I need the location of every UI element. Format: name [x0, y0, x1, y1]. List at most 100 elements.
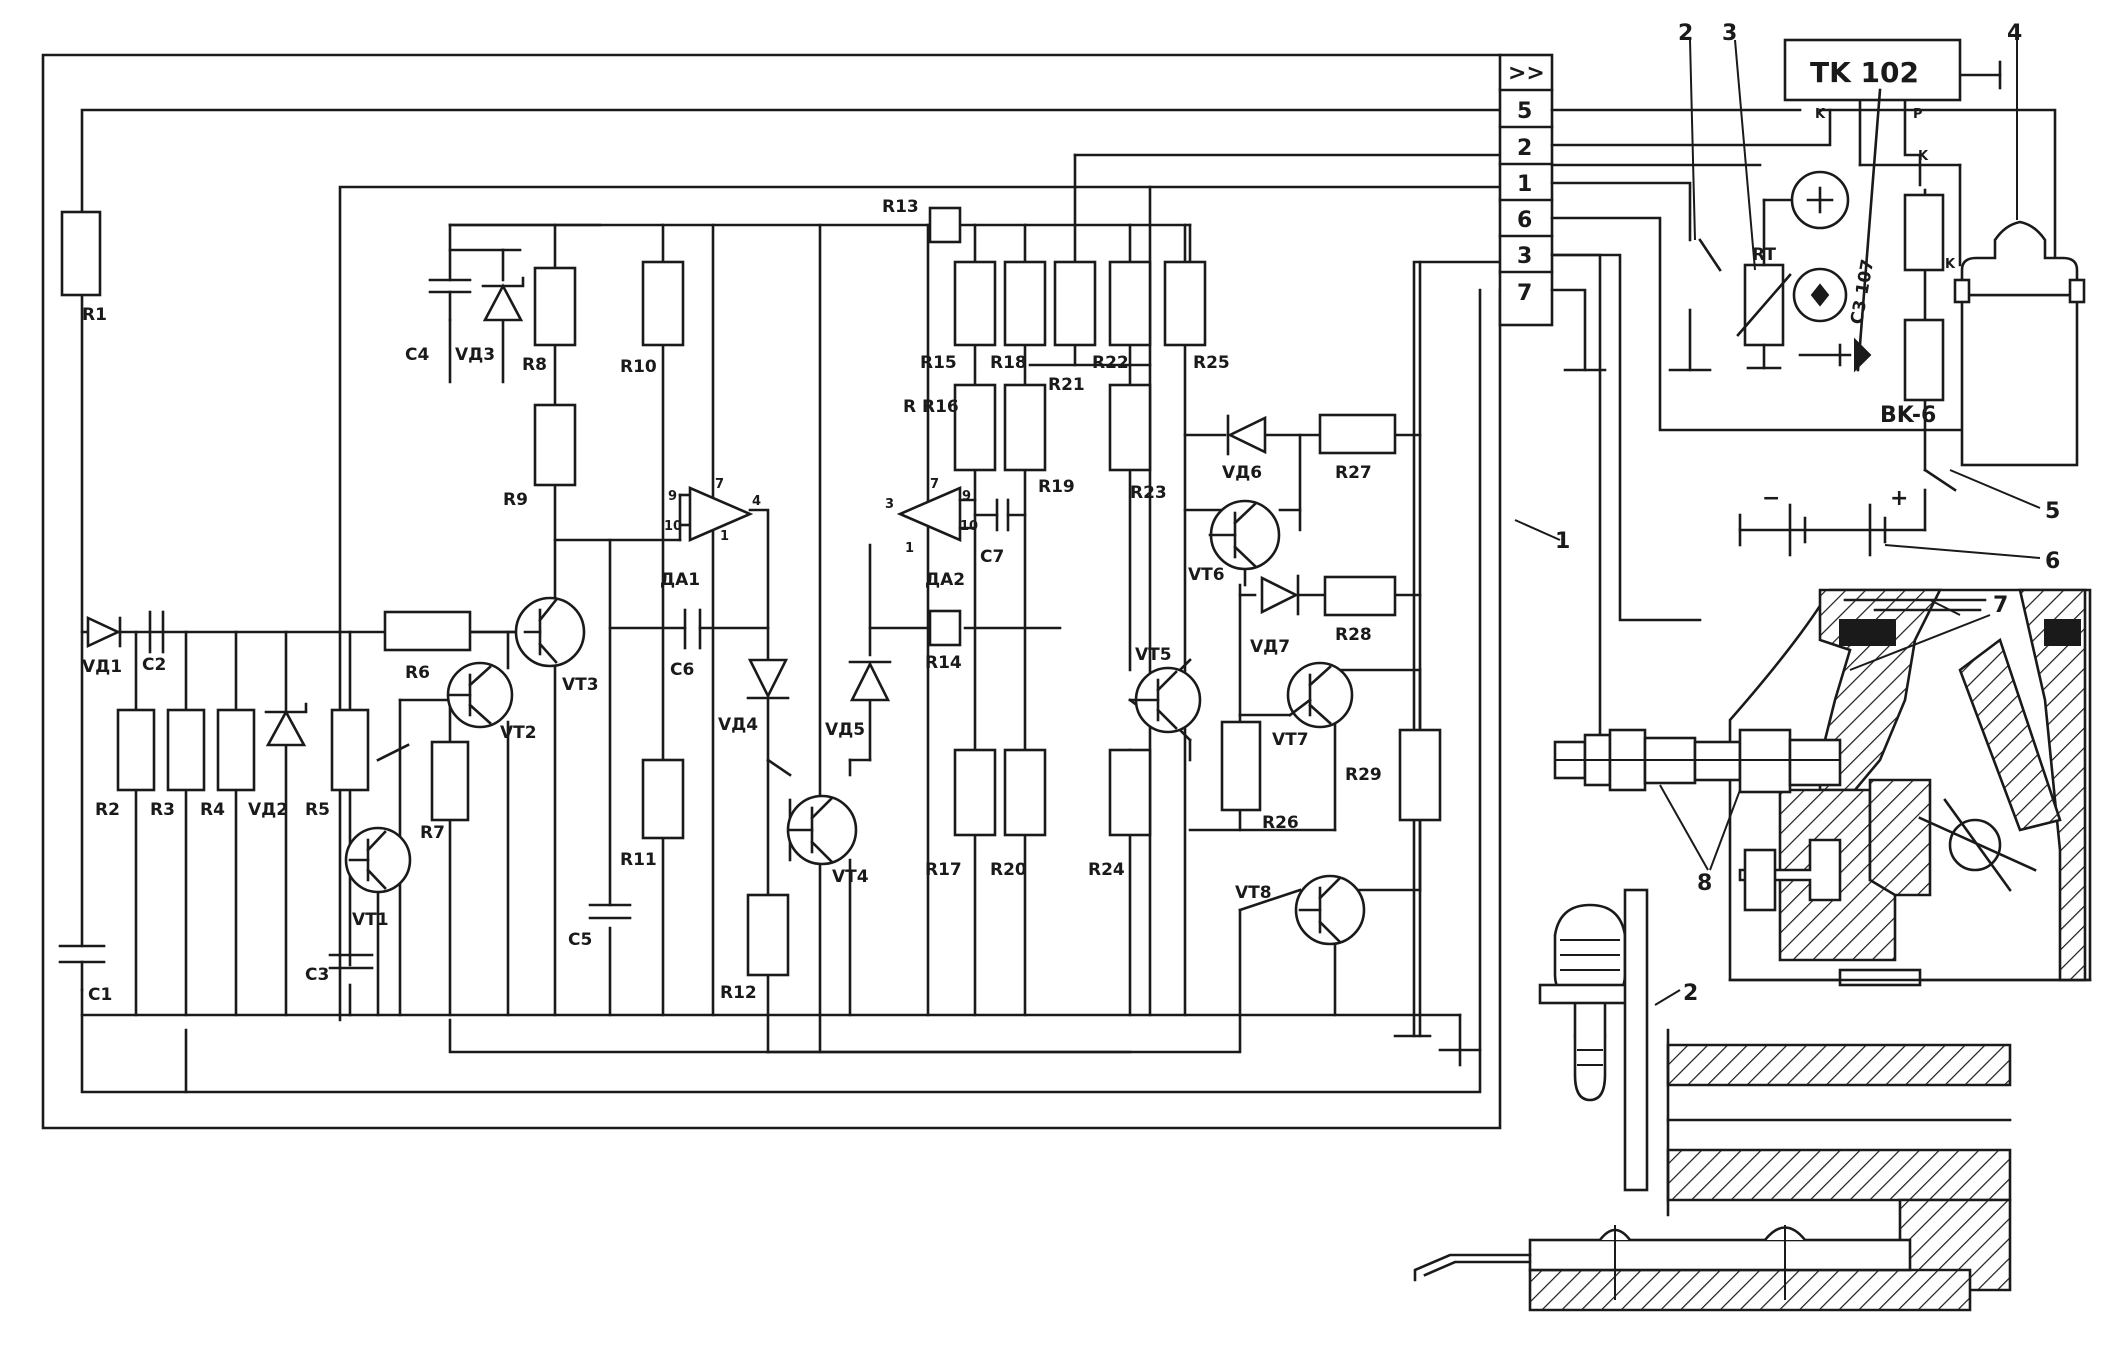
label-c7: C7 — [980, 547, 1004, 567]
label-da2: ДА2 — [925, 570, 965, 590]
transistor-symbols — [344, 499, 1366, 946]
callout-2-bottom: 2 — [1683, 981, 1698, 1006]
label-r-prefix: R — [903, 397, 916, 417]
ignition-coil — [1953, 220, 2086, 467]
label-vt6: VT6 — [1188, 565, 1225, 585]
tk102-label: TK 102 — [1810, 56, 1919, 89]
coil-k1-label: K — [1918, 149, 1929, 164]
label-r24: R24 — [1088, 860, 1125, 880]
label-r8: R8 — [522, 355, 547, 375]
resistor-vk6 — [1903, 193, 1945, 402]
resistor-r12 — [746, 893, 790, 977]
label-r9: R9 — [503, 490, 528, 510]
callout-numbers: 1 2 3 4 5 6 7 8 2 — [1555, 21, 2060, 1006]
callout-2-top: 2 — [1678, 21, 1693, 46]
label-vd2: VД2 — [248, 800, 288, 820]
resistor-r1 — [60, 210, 102, 297]
label-r1: R1 — [82, 305, 107, 325]
label-r29: R29 — [1345, 765, 1382, 785]
resistor-r19 — [1003, 383, 1047, 472]
tk102-box — [1783, 38, 1962, 102]
resistor-r2 — [116, 708, 156, 792]
resistor-r15 — [953, 260, 997, 347]
label-c5: C5 — [568, 930, 592, 950]
lower-spark-plug-section — [1413, 888, 2012, 1312]
label-vd1: VД1 — [82, 657, 122, 677]
sensor-c3-107 — [1790, 88, 1882, 373]
thermistor-rt — [1736, 198, 1822, 370]
label-r12: R12 — [720, 983, 757, 1003]
opamp-da1 — [688, 486, 754, 542]
label-vd4: VД4 — [718, 715, 758, 735]
resistor-r10 — [641, 260, 685, 347]
label-r27: R27 — [1335, 463, 1372, 483]
tk102-p-label: P — [1913, 107, 1923, 122]
vk6-label: BK-6 — [1880, 403, 1936, 428]
resistor-r9 — [533, 403, 577, 487]
label-da1-pin-c: 7 — [715, 477, 724, 492]
label-vd7: VД7 — [1250, 637, 1290, 657]
resistor-r17 — [953, 748, 997, 837]
transistor-vt3 — [514, 596, 586, 668]
resistor-r3 — [166, 708, 206, 792]
resistor-r7 — [430, 740, 470, 822]
transistor-vt4 — [786, 794, 858, 866]
resistor-bodies — [60, 206, 1442, 977]
resistor-r5 — [330, 708, 370, 792]
connector-pin-5: 5 — [1517, 99, 1532, 124]
label-r28: R28 — [1335, 625, 1372, 645]
resistor-r23 — [1108, 383, 1152, 472]
battery-minus-label: − — [1762, 486, 1780, 511]
connector-labels: >> 5 2 1 6 3 7 — [1508, 61, 1545, 306]
callout-leaders — [1514, 39, 2041, 1006]
label-c1: C1 — [88, 985, 112, 1005]
label-da2-pin-b: 7 — [930, 477, 939, 492]
label-r4: R4 — [200, 800, 225, 820]
transistor-vt7 — [1286, 661, 1354, 729]
transistor-vt8 — [1294, 874, 1366, 946]
label-vt1: VT1 — [352, 910, 389, 930]
diode-symbols — [86, 276, 1300, 747]
label-r15: R15 — [920, 353, 957, 373]
label-r7: R7 — [420, 823, 445, 843]
label-r14: R14 — [925, 653, 962, 673]
connector-block — [1498, 53, 1554, 327]
callout-6: 6 — [2045, 549, 2060, 574]
label-r25: R25 — [1193, 353, 1230, 373]
opamp-da2 — [896, 486, 977, 542]
label-r5: R5 — [305, 800, 330, 820]
label-r21: R21 — [1048, 375, 1085, 395]
resistor-r4 — [216, 708, 256, 792]
connector-pin-2: 2 — [1517, 136, 1532, 161]
mechanical-engine-section — [1553, 588, 2092, 987]
callout-1: 1 — [1555, 529, 1570, 554]
coil-k2-label: K — [1945, 257, 1956, 272]
resistor-r13 — [928, 206, 962, 244]
resistor-r20 — [1003, 748, 1047, 837]
label-vt4: VT4 — [832, 867, 869, 887]
label-r10: R10 — [620, 357, 657, 377]
label-da1-pin-d: 4 — [752, 494, 761, 509]
resistor-r18 — [1003, 260, 1047, 347]
label-r23: R23 — [1130, 483, 1167, 503]
label-r3: R3 — [150, 800, 175, 820]
label-vt7: VT7 — [1272, 730, 1309, 750]
label-vd5: VД5 — [825, 720, 865, 740]
connector-pin-7: 7 — [1517, 281, 1532, 306]
capacitor-symbols — [58, 278, 1027, 992]
label-r18: R18 — [990, 353, 1027, 373]
callout-5: 5 — [2045, 499, 2060, 524]
resistor-r8 — [533, 266, 577, 347]
connector-pin-6: 6 — [1517, 208, 1532, 233]
resistor-r29 — [1398, 728, 1442, 822]
label-da1-pin-e: 1 — [720, 529, 729, 544]
resistor-r11 — [641, 758, 685, 840]
label-vt3: VT3 — [562, 675, 599, 695]
label-da2-pin-d: 10 — [960, 519, 978, 534]
resistor-r21 — [1053, 260, 1097, 347]
callout-3: 3 — [1722, 21, 1737, 46]
callout-7: 7 — [1993, 593, 2008, 618]
callout-8: 8 — [1697, 871, 1712, 896]
label-c3: C3 — [305, 965, 329, 985]
